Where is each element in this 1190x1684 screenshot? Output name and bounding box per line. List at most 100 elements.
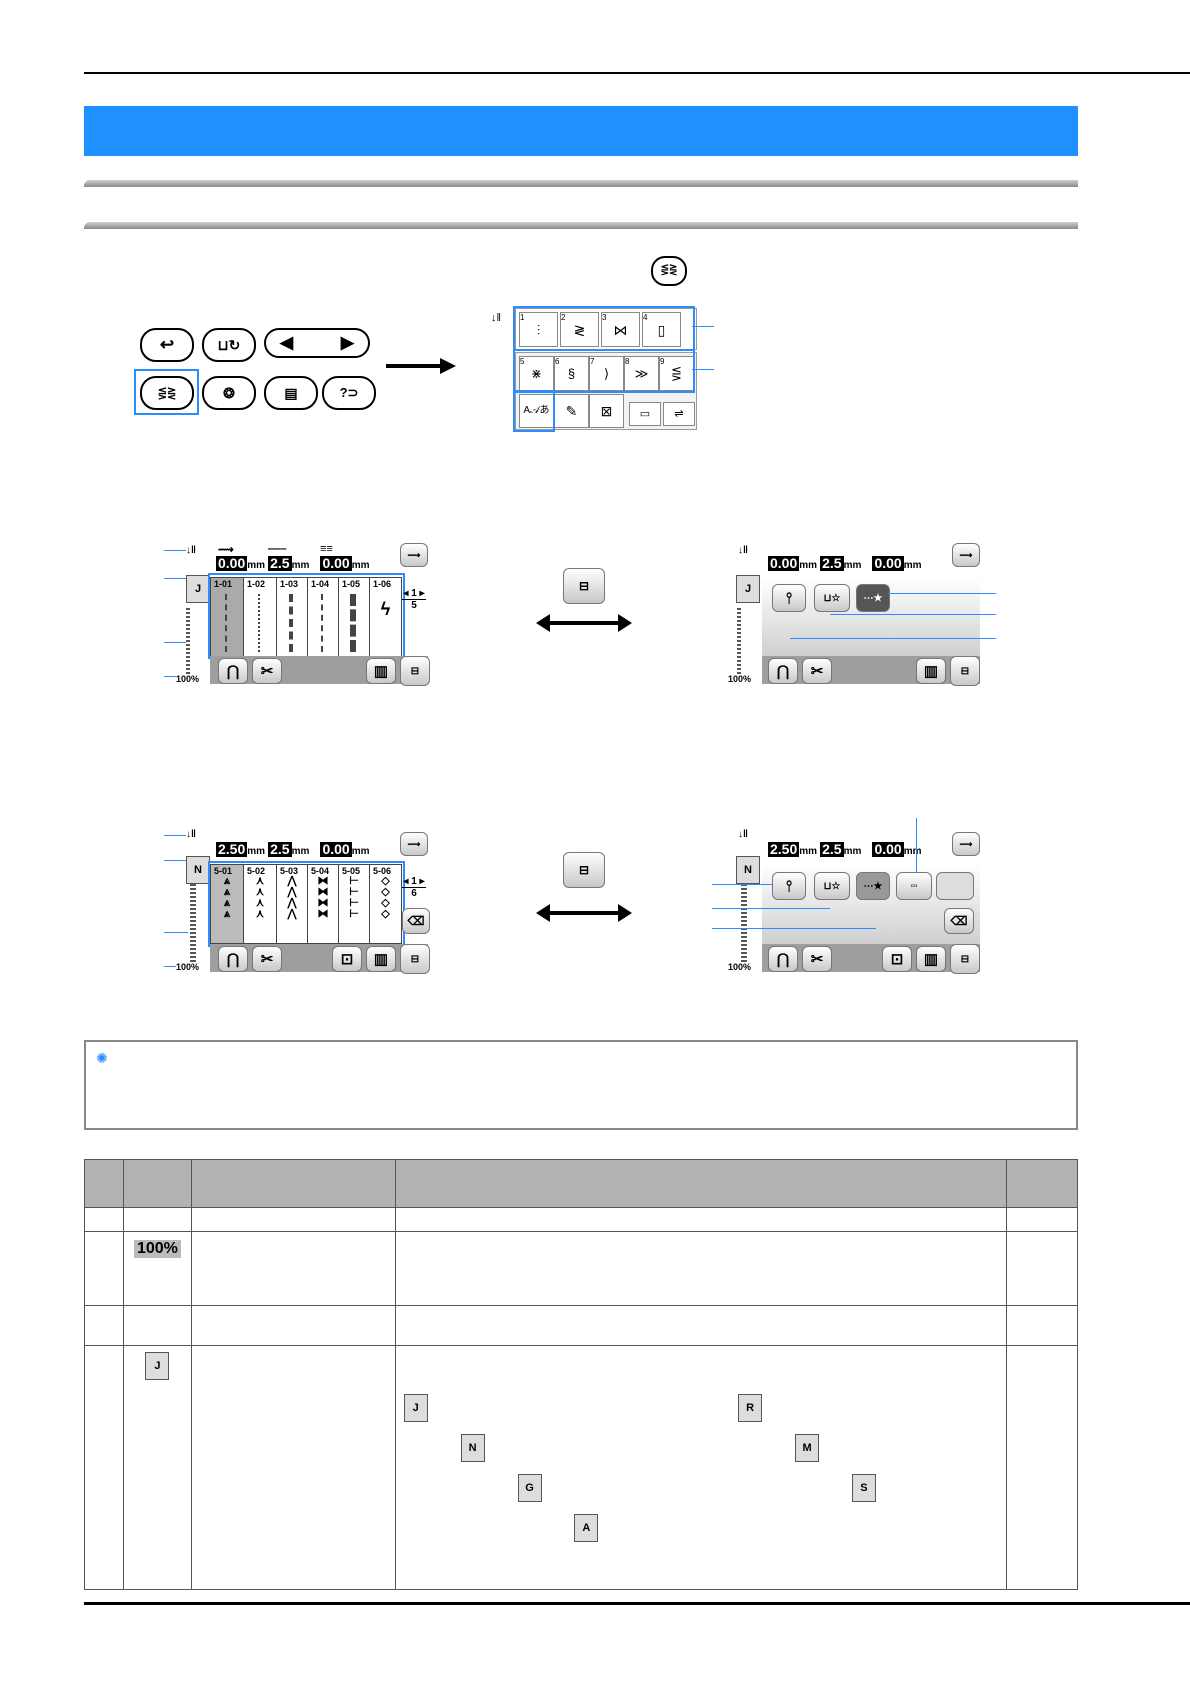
reverse-stitch-button[interactable]: ⋂ [768, 946, 798, 972]
callout-leader [916, 818, 917, 872]
needle-stop-button[interactable]: ⊔☆ [814, 584, 850, 612]
thread-cutter-button[interactable]: ✂ [252, 946, 282, 972]
category-key-4[interactable]: 4▯ [642, 312, 681, 347]
character-stitch-key[interactable]: A𝒜あ [519, 394, 554, 428]
table-row [84, 1305, 1078, 1346]
mirror-image-button[interactable]: ⫯ [772, 584, 806, 612]
category-key-3[interactable]: 3⋈ [601, 312, 640, 347]
embroidery-button[interactable]: ❂ [202, 376, 256, 410]
page-indicator[interactable]: ◂ 1 ▸5 [402, 588, 426, 611]
stitch-pattern-key[interactable]: 1-01 [211, 578, 244, 656]
manual-button[interactable]: ▥ [366, 946, 396, 972]
unit: mm [903, 846, 922, 857]
needle-position-icon: ↓ǁ [186, 545, 196, 556]
manual-button[interactable]: ▥ [366, 658, 396, 684]
mirror-image-button[interactable]: ⫯ [772, 872, 806, 900]
unit: mm [799, 560, 818, 571]
pattern-start-button[interactable]: ⊡ [882, 946, 912, 972]
stitch-pattern-key[interactable]: 5-06◇◇◇◇ [373, 866, 392, 920]
category-key-1[interactable]: 1⫶ [519, 312, 558, 347]
utility-stitch-button[interactable]: ⋚⋛ [140, 376, 194, 410]
left-arrow-icon[interactable]: ◀ [280, 333, 294, 352]
presser-foot-needle-exchange-button[interactable]: ⊔↻ [202, 328, 256, 362]
callout-leader [790, 638, 996, 639]
category-key-2[interactable]: 2≷ [560, 312, 599, 347]
toggle-arrow-icon [536, 614, 632, 632]
category-key-9[interactable]: 9⋚ [659, 356, 694, 391]
reverse-stitch-button[interactable]: ⋂ [768, 658, 798, 684]
page-indicator[interactable]: ◂ 1 ▸6 [402, 876, 426, 899]
category-row-1: 1⫶ 2≷ 3⋈ 4▯ [515, 308, 697, 350]
memory-button[interactable]: ▤ [264, 376, 318, 410]
image-edit-toggle-icon: ⊟ [563, 568, 605, 604]
stitch-pattern-key[interactable]: 1-05 [339, 578, 370, 656]
stitch-setting-button[interactable]: ⟿ [400, 543, 428, 567]
presser-foot-a-icon: A [574, 1514, 599, 1542]
zoom-indicator: 100% [728, 962, 752, 972]
usb-icon[interactable]: ⇌ [663, 402, 695, 426]
edit-mode-button[interactable]: ⊟ [400, 944, 430, 974]
thread-cutter-button[interactable]: ✂ [802, 658, 832, 684]
stitch-pattern-key[interactable]: 5-04⧓⧓⧓⧓ [308, 865, 339, 943]
elongation-button[interactable]: ▫▫ [896, 872, 932, 900]
table-header-cell [190, 1159, 396, 1208]
thread-cutter-button[interactable]: ✂ [802, 946, 832, 972]
tension-icon: ≡≡ [320, 543, 333, 555]
back-button[interactable]: ↩ [140, 328, 194, 362]
zigzag-width-value: 2.50 [216, 841, 248, 857]
eraser-button[interactable]: ⌫ [944, 908, 974, 934]
stitch-pattern-key[interactable]: 5-01⩓⩓⩓⩓ [211, 865, 244, 943]
help-button[interactable]: ?⊃ [322, 376, 376, 410]
stitch-pattern-grid: 5-01⩓⩓⩓⩓ 5-02⋏⋏⋏⋏ 5-03⋀⋀⋀⋀ 5-04⧓⧓⧓⧓ 5-05… [210, 864, 402, 944]
zoom-indicator: 100% [728, 674, 752, 684]
reverse-stitch-button[interactable]: ⋂ [218, 946, 248, 972]
tension-value: 0.00 [872, 841, 904, 857]
callout-leader [164, 642, 186, 643]
manual-button[interactable]: ▥ [916, 658, 946, 684]
right-arrow-icon[interactable]: ▶ [340, 333, 354, 352]
callout-leader [164, 835, 186, 836]
manual-button[interactable]: ▥ [916, 946, 946, 972]
callout-leader [712, 928, 876, 929]
stitch-preview [186, 608, 190, 676]
thread-cutter-button[interactable]: ✂ [252, 658, 282, 684]
stitch-pattern-key[interactable]: 5-03⋀⋀⋀⋀ [277, 865, 308, 943]
machine-memory-key[interactable]: ▭ [629, 402, 661, 426]
needle-stop-button[interactable]: ⊔☆ [814, 872, 850, 900]
category-key-7[interactable]: 7⟩ [589, 356, 624, 391]
highlight-box [134, 369, 199, 415]
edit-mode-button[interactable]: ⊟ [950, 656, 980, 686]
stitch-setting-button[interactable]: ⟿ [952, 543, 980, 567]
pattern-start-button[interactable]: ⊡ [332, 946, 362, 972]
edit-mode-button[interactable]: ⊟ [400, 656, 430, 686]
stitch-pattern-key[interactable]: 5-02⋏⋏⋏⋏ [244, 865, 277, 943]
custom-design-key[interactable]: ⊠ [589, 394, 624, 428]
table-row [84, 1207, 1078, 1232]
stitch-setting-button[interactable]: ⟿ [952, 832, 980, 856]
my-custom-stitch-key[interactable]: ✎ [554, 394, 589, 428]
zoom-icon: 100% [133, 1240, 181, 1258]
table-header-cell [394, 1159, 1008, 1208]
stitch-pattern-key[interactable]: 1-02 [244, 578, 277, 656]
stitch-setting-button[interactable]: ⟿ [400, 832, 428, 856]
callout-leader [164, 676, 176, 677]
page-navigation-button[interactable]: ◀▶ [264, 328, 370, 358]
pattern-repeat-button[interactable]: ⋯★ [856, 872, 890, 900]
stitch-preview [741, 884, 747, 962]
highlight-box [513, 390, 555, 432]
stitch-pattern-key[interactable]: 5-05⊢⊢⊢⊢ [339, 865, 370, 943]
category-key-6[interactable]: 6§ [554, 356, 589, 391]
blank-button[interactable] [936, 872, 974, 900]
table-row: 100% [84, 1231, 1078, 1306]
stitch-pattern-key[interactable]: 1-04 [308, 578, 339, 656]
edit-mode-button[interactable]: ⊟ [950, 944, 980, 974]
eraser-button[interactable]: ⌫ [402, 908, 430, 934]
reverse-stitch-button[interactable]: ⋂ [218, 658, 248, 684]
category-key-8[interactable]: 8≫ [624, 356, 659, 391]
top-rule [84, 72, 1190, 74]
pattern-repeat-button[interactable]: ⋯★ [856, 584, 890, 612]
stitch-pattern-key[interactable]: 1-03 [277, 578, 308, 656]
